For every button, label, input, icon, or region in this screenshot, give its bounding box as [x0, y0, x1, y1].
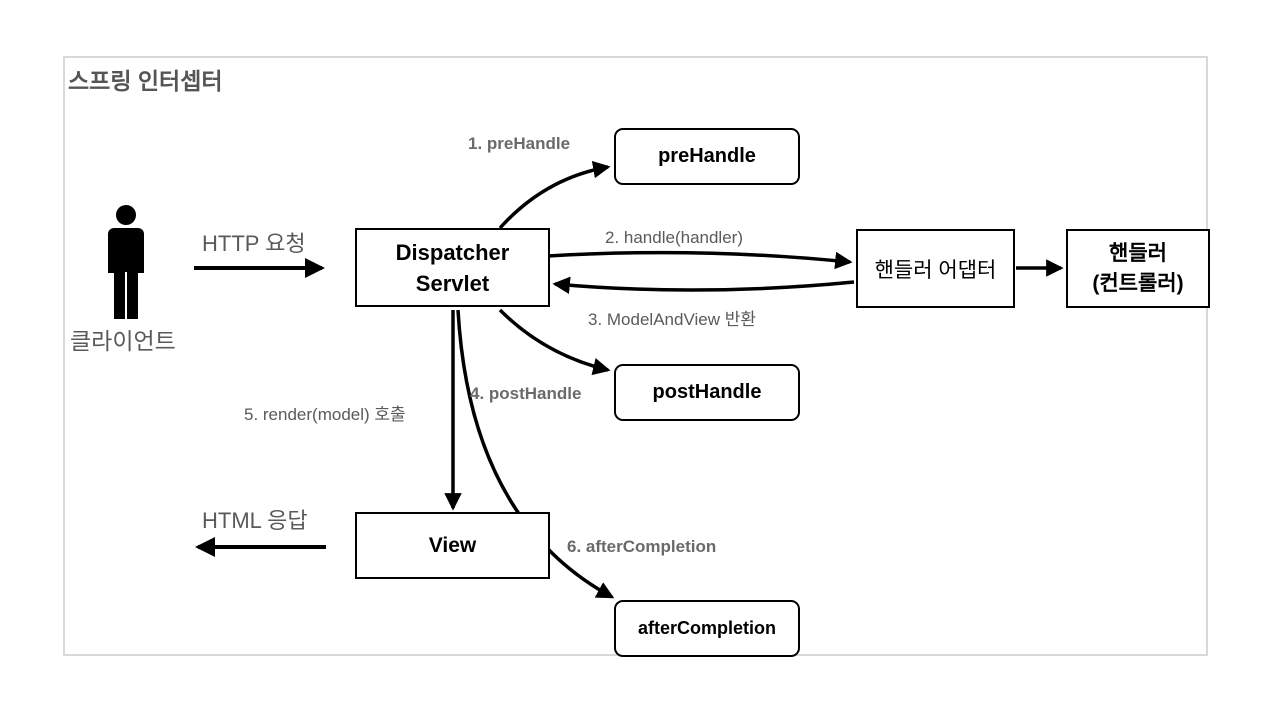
client-label: 클라이언트: [70, 328, 176, 354]
step2-label: 2. handle(handler): [605, 228, 743, 247]
prehandle-label: preHandle: [658, 145, 756, 167]
person-icon: [108, 205, 144, 319]
handler-label-line2: (컨트롤러): [1092, 271, 1184, 295]
step1-label: 1. preHandle: [468, 134, 571, 153]
step3-label: 3. ModelAndView 반환: [588, 310, 756, 329]
posthandle-arrow: [498, 308, 611, 376]
step4-label: 4. postHandle: [470, 384, 582, 403]
prehandle-box: preHandle: [614, 128, 800, 185]
aftercompletion-label: afterCompletion: [637, 618, 776, 638]
aftercompletion-box: afterCompletion: [614, 600, 800, 657]
diagram-title: 스프링 인터셉터: [68, 68, 223, 94]
dispatcher-servlet-line2: Servlet: [415, 270, 490, 296]
handler-adapter-box: 핸들러 어댑터: [856, 229, 1015, 308]
view-label: View: [428, 533, 477, 557]
handler-box: 핸들러 (컨트롤러): [1066, 229, 1210, 308]
handle-arrow: [547, 250, 853, 270]
modelandview-return-arrow: [552, 276, 855, 295]
posthandle-box: postHandle: [614, 364, 800, 421]
prehandle-arrow: [498, 160, 611, 230]
dispatcher-servlet-line1: Dispatcher: [395, 239, 510, 265]
step6-label: 6. afterCompletion: [567, 537, 717, 556]
aftercompletion-arrow: [456, 309, 615, 599]
handler-adapter-label: 핸들러 어댑터: [874, 258, 997, 282]
html-response-label: HTML 응답: [202, 508, 308, 533]
view-box: View: [355, 512, 550, 579]
dispatcher-servlet-box: Dispatcher Servlet: [355, 228, 550, 307]
http-request-label: HTTP 요청: [202, 231, 306, 256]
step5-label: 5. render(model) 호출: [244, 405, 406, 424]
handler-label-line1: 핸들러: [1109, 241, 1167, 265]
posthandle-label: postHandle: [652, 381, 762, 403]
